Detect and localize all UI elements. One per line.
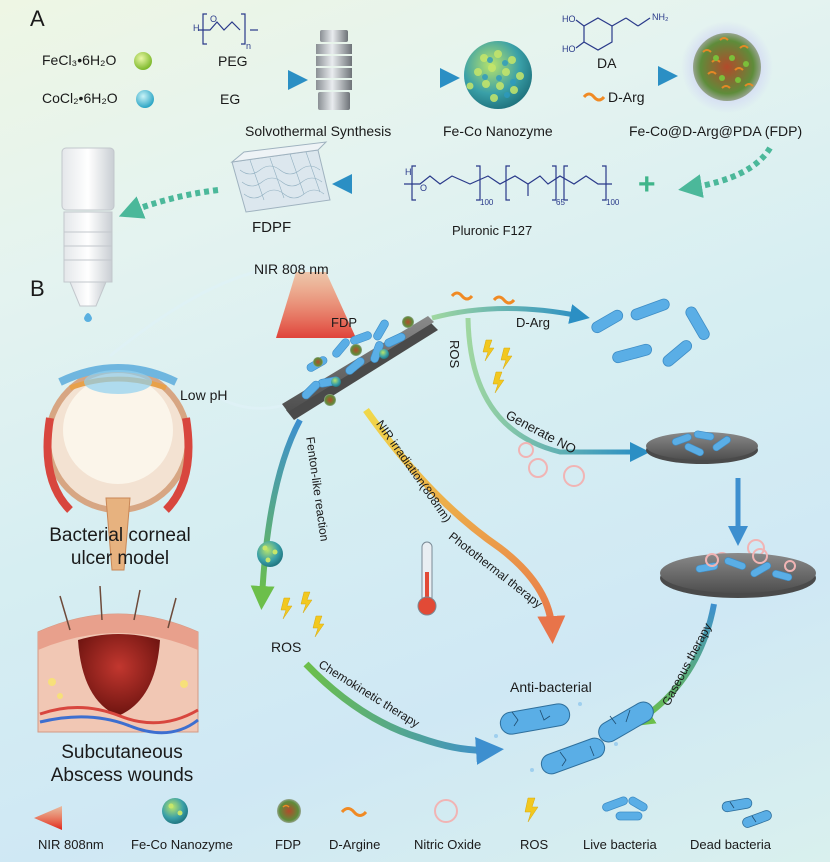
ros-label-top: ROS — [447, 340, 462, 369]
fdp-culture-plate — [282, 316, 438, 420]
panel-label-b: B — [30, 276, 45, 301]
legend-ros-icon — [524, 797, 539, 823]
legend-label-nanozyme: Fe-Co Nanozyme — [131, 837, 233, 852]
fdp-plate-label: FDP — [331, 315, 357, 330]
pluronic-f127-structure — [404, 165, 612, 201]
fdp-particle-icon — [681, 21, 773, 113]
f127-o: O — [420, 183, 428, 193]
fecl3-sphere-icon — [134, 52, 152, 70]
legend-nitric-oxide-icon — [434, 799, 458, 823]
nir-light-cone-icon — [276, 272, 356, 338]
arrow-fenton-like-reaction — [250, 418, 303, 610]
f127-n65: 65 — [556, 198, 565, 207]
dopamine-structure — [575, 17, 651, 51]
legend-label-ros: ROS — [520, 837, 549, 852]
da-label: DA — [597, 55, 617, 71]
eye-to-fdp-arc — [109, 265, 321, 358]
eye-drop-bottle-icon — [61, 147, 115, 322]
skin-abscess-illustration — [37, 585, 199, 735]
arrow-chemokinetic-therapy — [303, 661, 504, 765]
d-arg-squiggle-icon — [582, 92, 606, 102]
arrow-photothermal-therapy — [363, 407, 566, 644]
legend-label-d-arg: D-Argine — [329, 837, 381, 852]
cocl2-label: CoCl₂•6H₂O — [42, 90, 118, 106]
eye-cross-section-illustration — [43, 364, 193, 571]
feco-nanozyme-sphere-icon — [464, 41, 532, 109]
legend-label-dead-bacteria: Dead bacteria — [690, 837, 771, 852]
bacteria-cluster-d-arg — [591, 298, 710, 367]
low-ph-label: Low pH — [180, 387, 228, 403]
peg-structure — [198, 13, 258, 45]
fdp-label: Fe-Co@D-Arg@PDA (FDP) — [629, 123, 803, 139]
da-nh2: NH₂ — [652, 12, 669, 22]
nir-label: NIR 808 nm — [254, 261, 329, 277]
f127-n100b: 100 — [606, 198, 620, 207]
plus-sign: + — [638, 168, 656, 201]
feco-nanozyme-label: Fe-Co Nanozyme — [443, 123, 553, 139]
no-culture-plate — [646, 430, 758, 464]
ros-lightning-icons — [482, 339, 513, 394]
corneal-ulcer-caption: Bacterial corneal ulcer model — [49, 525, 191, 569]
f127-n100a: 100 — [480, 198, 494, 207]
legend-nanozyme-icon — [162, 798, 188, 824]
d-arg-release-squiggle — [492, 295, 516, 305]
legend-nir-icon — [34, 806, 62, 830]
arrow-fdpf-to-eye-drop — [118, 187, 219, 219]
legend-label-no: Nitric Oxide — [414, 837, 482, 852]
fecl3-label: FeCl₃•6H₂O — [42, 52, 117, 68]
fdpf-hydrogel-icon — [230, 141, 331, 213]
peg-h: H — [193, 23, 200, 33]
peg-o: O — [210, 14, 218, 24]
fdpf-label: FDPF — [252, 219, 292, 236]
eg-label: EG — [220, 91, 241, 107]
panel-label-a: A — [30, 6, 45, 31]
arrow-fdp-to-mixing — [678, 146, 773, 198]
legend-d-arg-icon — [340, 807, 368, 817]
da-ho-2: HO — [562, 44, 576, 54]
da-ho-1: HO — [562, 14, 576, 24]
f127-h: H — [405, 167, 412, 177]
pluronic-label: Pluronic F127 — [452, 223, 533, 238]
peg-label: PEG — [218, 53, 248, 69]
legend-dead-bacteria-icon — [721, 797, 772, 828]
legend-label-fdp: FDP — [275, 837, 301, 852]
d-arg-label-a: D-Arg — [608, 89, 645, 105]
feco-nanozyme-small-icon — [257, 541, 283, 567]
thermometer-icon — [417, 541, 437, 616]
peg-n: n — [246, 41, 252, 51]
ros-lightning-icons-left — [280, 591, 325, 638]
cocl2-sphere-icon — [136, 90, 154, 108]
d-arg-release-squiggle — [450, 291, 474, 301]
d-arg-label-b: D-Arg — [516, 315, 550, 330]
legend-label-nir: NIR 808nm — [38, 837, 104, 852]
arrow-generate-no — [465, 317, 650, 462]
arrow-fdp-to-d-arg-bacteria — [431, 304, 590, 324]
autoclave-icon — [316, 30, 352, 110]
legend-icons — [34, 796, 772, 830]
legend-live-bacteria-icon — [602, 796, 648, 821]
abscess-caption: Subcutaneous Abscess wounds — [50, 742, 194, 786]
gaseous-culture-plate — [660, 548, 816, 598]
dead-bacteria-cluster — [494, 701, 654, 775]
ros-label-left: ROS — [271, 639, 302, 655]
anti-bacterial-label: Anti-bacterial — [510, 679, 592, 695]
legend-label-live-bacteria: Live bacteria — [583, 837, 657, 852]
solvothermal-label: Solvothermal Synthesis — [245, 123, 392, 139]
legend-fdp-icon — [277, 799, 301, 823]
